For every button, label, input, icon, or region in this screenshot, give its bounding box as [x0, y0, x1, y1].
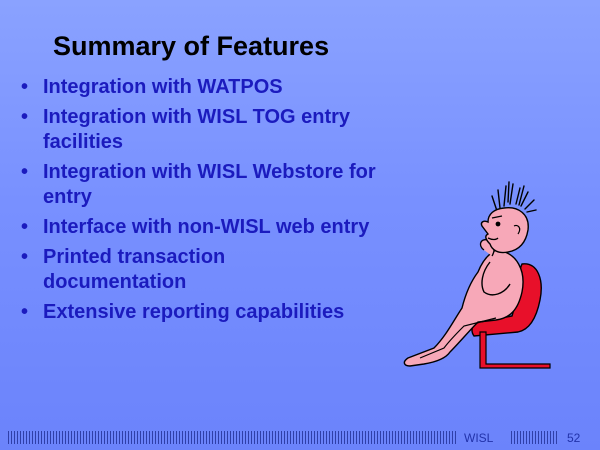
- footer-bar-decoration-right: [511, 431, 559, 444]
- thinking-person-in-chair-icon: [403, 181, 551, 369]
- bullet-marker: •: [21, 301, 29, 323]
- slide-title: Summary of Features: [53, 31, 330, 61]
- mouth-icon: [487, 237, 499, 241]
- bullet-text: Integration with WISL TOG entry faciliti…: [43, 106, 351, 153]
- bullet-item: • Integration with WISL TOG entry facili…: [18, 105, 353, 155]
- bullet-text: Interface with non-WISL web entry: [43, 216, 370, 238]
- hair-icon: [491, 181, 537, 213]
- arm-icon: [481, 261, 511, 296]
- bullet-text: Printed transaction documentation: [43, 246, 226, 293]
- ear-icon: [513, 224, 521, 235]
- leg-icon: [419, 317, 497, 359]
- eye-icon: [495, 221, 501, 227]
- bullet-marker: •: [21, 216, 29, 238]
- footer-bar-decoration-left: [8, 431, 458, 444]
- eyebrow-icon: [491, 215, 503, 219]
- chair-leg-icon: [479, 331, 551, 369]
- bullet-item: • Integration with WISL Webstore for ent…: [18, 160, 413, 210]
- bullet-marker: •: [21, 76, 29, 98]
- bullet-marker: •: [21, 246, 29, 268]
- bullet-item: • Integration with WATPOS: [18, 75, 418, 100]
- bullet-item: • Extensive reporting capabilities: [18, 300, 433, 325]
- head-icon: [480, 207, 529, 254]
- bullet-text: Extensive reporting capabilities: [43, 301, 345, 323]
- page-number: 52: [567, 431, 581, 445]
- footer: WISL 52: [0, 428, 600, 448]
- body-icon: [403, 249, 524, 367]
- footer-organization: WISL: [464, 431, 494, 445]
- bullet-text: Integration with WISL Webstore for entry: [43, 161, 376, 208]
- bullet-marker: •: [21, 161, 29, 183]
- bullet-item: • Printed transaction documentation: [18, 245, 278, 295]
- bullet-marker: •: [21, 106, 29, 128]
- bullet-item: • Interface with non-WISL web entry: [18, 215, 373, 240]
- bullet-text: Integration with WATPOS: [43, 76, 283, 98]
- bullet-list: • Integration with WATPOS • Integration …: [18, 75, 418, 330]
